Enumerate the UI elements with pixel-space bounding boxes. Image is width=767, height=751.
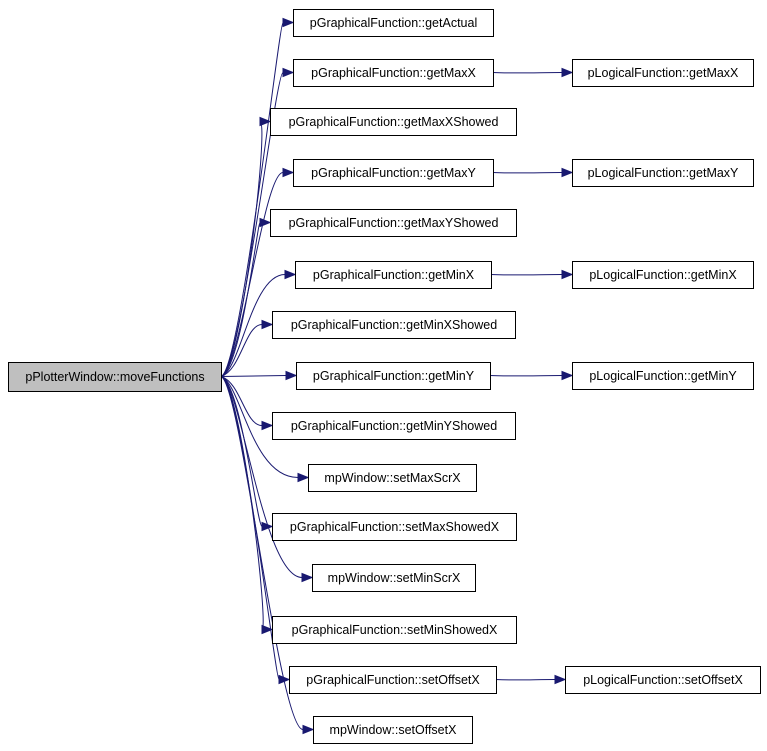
node-box[interactable] (272, 616, 517, 644)
node-box[interactable] (572, 362, 754, 390)
arrowhead-n8-to-m8 (561, 370, 574, 381)
node-plogicalfunction-setoffsetx[interactable]: pLogicalFunction::setOffsetX (565, 666, 761, 694)
node-pgraphicalfunction-setminshowedx[interactable]: pGraphicalFunction::setMinShowedX (272, 616, 517, 644)
node-pplotterwindow-movefunctions[interactable]: pPlotterWindow::moveFunctions (8, 362, 222, 392)
node-label: pGraphicalFunction::getMaxX (311, 66, 476, 80)
node-box[interactable] (270, 209, 517, 237)
node-box[interactable] (270, 108, 517, 136)
node-label: pGraphicalFunction::getMinYShowed (291, 419, 497, 433)
arrowhead-n2-to-m2 (561, 67, 574, 78)
node-box[interactable] (289, 666, 497, 694)
node-plogicalfunction-getmaxx[interactable]: pLogicalFunction::getMaxX (572, 59, 754, 87)
nodes-layer: pPlotterWindow::moveFunctionspGraphicalF… (8, 9, 761, 744)
arrowhead-root-to-n9 (261, 420, 274, 431)
edges-layer (220, 17, 574, 735)
node-pgraphicalfunction-getactual[interactable]: pGraphicalFunction::getActual (293, 9, 494, 37)
arrowhead-root-to-n7 (261, 319, 274, 330)
node-label: pGraphicalFunction::setMinShowedX (292, 623, 498, 637)
node-box[interactable] (293, 159, 494, 187)
edge-root-to-n4 (220, 172, 284, 377)
arrowhead-root-to-n12 (301, 572, 314, 583)
node-pgraphicalfunction-getminxshowed[interactable]: pGraphicalFunction::getMinXShowed (272, 311, 516, 339)
node-box[interactable] (272, 311, 516, 339)
node-mpwindow-setminscrx[interactable]: mpWindow::setMinScrX (312, 564, 476, 592)
edge-root-to-n5 (220, 222, 261, 377)
arrowhead-root-to-n2 (282, 67, 295, 78)
node-label: mpWindow::setMaxScrX (324, 471, 461, 485)
edge-root-to-n13 (220, 376, 264, 630)
arrowhead-root-to-n8 (285, 370, 298, 381)
arrowhead-root-to-n4 (282, 167, 295, 178)
node-box[interactable] (296, 362, 491, 390)
node-box[interactable] (572, 261, 754, 289)
edge-root-to-n15 (220, 376, 304, 730)
node-pgraphicalfunction-setoffsetx[interactable]: pGraphicalFunction::setOffsetX (289, 666, 497, 694)
arrowhead-root-to-n3 (259, 116, 272, 127)
arrowhead-root-to-n1 (282, 17, 295, 28)
edge-root-to-n14 (220, 376, 280, 680)
node-box[interactable] (572, 59, 754, 87)
node-label: pLogicalFunction::getMaxX (588, 66, 739, 80)
edge-root-to-n3 (220, 121, 263, 377)
node-pgraphicalfunction-getminx[interactable]: pGraphicalFunction::getMinX (295, 261, 492, 289)
edge-root-to-n9 (220, 376, 263, 426)
node-plogicalfunction-getminx[interactable]: pLogicalFunction::getMinX (572, 261, 754, 289)
node-box[interactable] (293, 59, 494, 87)
node-label: pGraphicalFunction::getActual (310, 16, 477, 30)
node-label: pLogicalFunction::getMinX (589, 268, 737, 282)
arrowhead-n14-to-m14 (554, 674, 567, 685)
node-box[interactable] (293, 9, 494, 37)
node-pgraphicalfunction-getminy[interactable]: pGraphicalFunction::getMinY (296, 362, 491, 390)
node-label: pGraphicalFunction::getMaxY (311, 166, 476, 180)
edge-root-to-n6 (220, 274, 286, 377)
edge-root-to-n10 (220, 376, 299, 478)
edge-root-to-n2 (220, 72, 284, 377)
arrowhead-root-to-n10 (297, 472, 310, 483)
node-box[interactable] (312, 564, 476, 592)
node-box[interactable] (572, 159, 754, 187)
node-mpwindow-setmaxscrx[interactable]: mpWindow::setMaxScrX (308, 464, 477, 492)
edge-root-to-n12 (220, 376, 303, 578)
node-pgraphicalfunction-getminyshowed[interactable]: pGraphicalFunction::getMinYShowed (272, 412, 516, 440)
arrowhead-root-to-n5 (259, 217, 272, 228)
node-label: pGraphicalFunction::setMaxShowedX (290, 520, 500, 534)
node-pgraphicalfunction-getmaxx[interactable]: pGraphicalFunction::getMaxX (293, 59, 494, 87)
edge-root-to-n11 (220, 376, 263, 527)
node-box[interactable] (313, 716, 473, 744)
arrowhead-root-to-n13 (261, 624, 274, 635)
node-mpwindow-setoffsetx[interactable]: mpWindow::setOffsetX (313, 716, 473, 744)
node-label: pGraphicalFunction::getMaxXShowed (289, 115, 499, 129)
edge-root-to-n8 (220, 375, 287, 377)
node-plogicalfunction-getmaxy[interactable]: pLogicalFunction::getMaxY (572, 159, 754, 187)
node-label: mpWindow::setMinScrX (328, 571, 461, 585)
arrowhead-root-to-n6 (284, 269, 297, 280)
node-box[interactable] (272, 412, 516, 440)
node-box[interactable] (565, 666, 761, 694)
node-pgraphicalfunction-getmaxxshowed[interactable]: pGraphicalFunction::getMaxXShowed (270, 108, 517, 136)
arrowhead-n4-to-m4 (561, 167, 574, 178)
node-plogicalfunction-getminy[interactable]: pLogicalFunction::getMinY (572, 362, 754, 390)
node-pgraphicalfunction-getmaxy[interactable]: pGraphicalFunction::getMaxY (293, 159, 494, 187)
node-label: pGraphicalFunction::getMinX (313, 268, 475, 282)
node-box[interactable] (295, 261, 492, 289)
node-pgraphicalfunction-getmaxyshowed[interactable]: pGraphicalFunction::getMaxYShowed (270, 209, 517, 237)
root-node-box[interactable] (8, 362, 222, 392)
node-label: pLogicalFunction::getMaxY (588, 166, 739, 180)
node-label: pGraphicalFunction::getMinXShowed (291, 318, 497, 332)
node-box[interactable] (272, 513, 517, 541)
root-node-label: pPlotterWindow::moveFunctions (25, 370, 204, 384)
node-pgraphicalfunction-setmaxshowedx[interactable]: pGraphicalFunction::setMaxShowedX (272, 513, 517, 541)
node-label: pGraphicalFunction::getMinY (313, 369, 475, 383)
node-label: pLogicalFunction::getMinY (589, 369, 737, 383)
node-label: pGraphicalFunction::setOffsetX (306, 673, 480, 687)
node-label: pLogicalFunction::setOffsetX (583, 673, 743, 687)
edge-root-to-n7 (220, 324, 263, 377)
node-box[interactable] (308, 464, 477, 492)
arrowhead-root-to-n15 (302, 724, 315, 735)
node-label: pGraphicalFunction::getMaxYShowed (289, 216, 499, 230)
node-label: mpWindow::setOffsetX (330, 723, 458, 737)
arrowhead-n6-to-m6 (561, 269, 574, 280)
